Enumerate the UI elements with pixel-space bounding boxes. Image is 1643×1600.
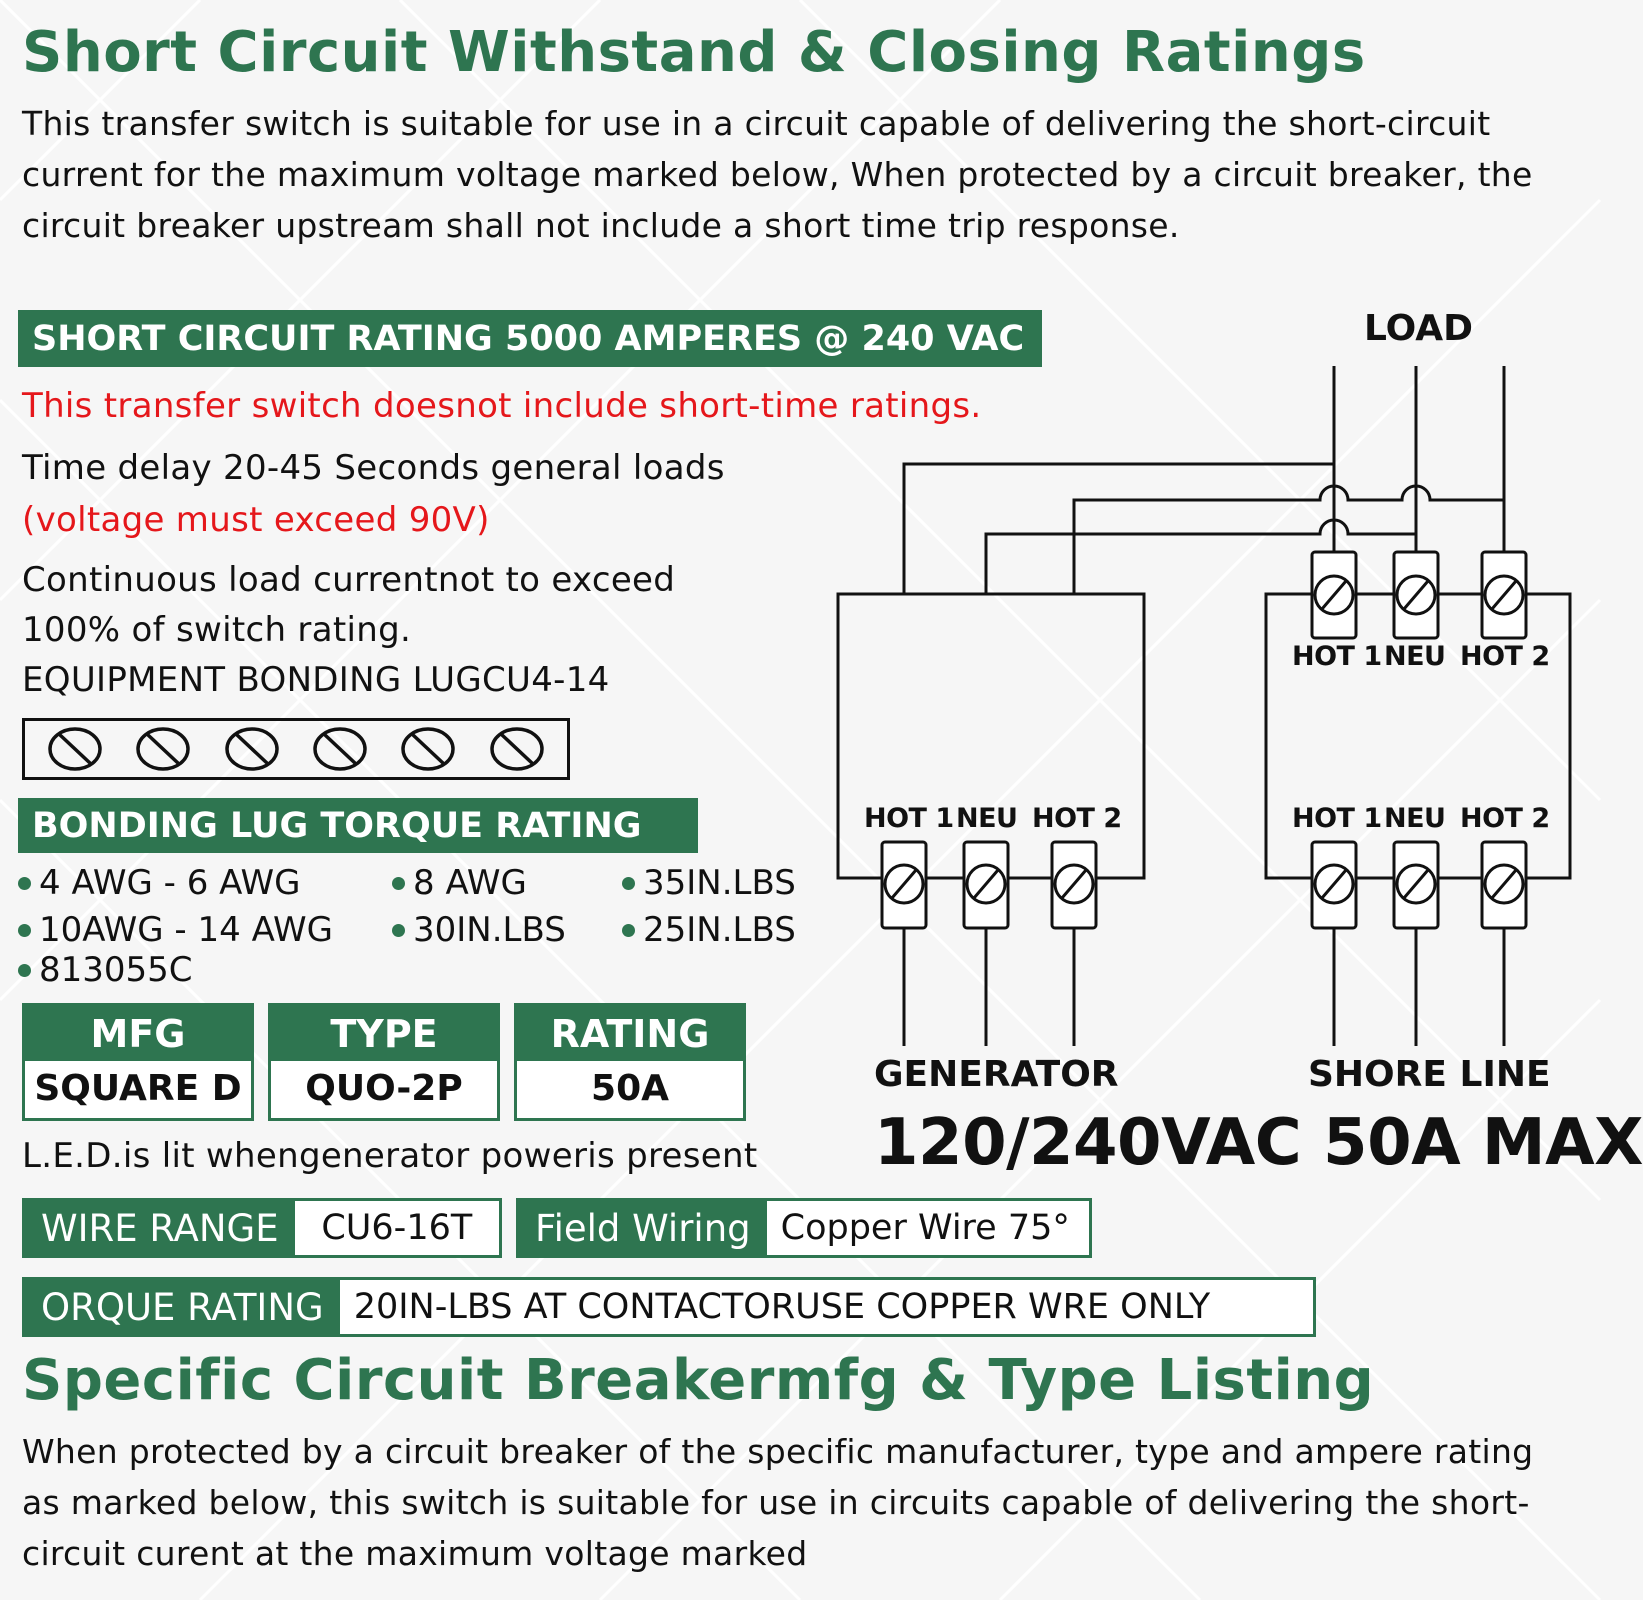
bonding-lug-bar [22, 718, 570, 780]
lug-screw-icon [490, 727, 544, 771]
terminal-label: HOT 1 [1292, 641, 1382, 672]
torque-list-item: 8 AWG [392, 863, 527, 903]
terminal-icon [1050, 840, 1098, 930]
terminal-icon [1480, 550, 1528, 640]
field-wiring-label: Field Wiring [519, 1201, 767, 1255]
type-header: TYPE [271, 1006, 497, 1061]
terminal-label: HOT 2 [1032, 803, 1122, 834]
terminal-icon [962, 840, 1010, 930]
section-title: Specific Circuit Breakermfg & Type Listi… [22, 1348, 1375, 1413]
lug-screw-icon [225, 727, 279, 771]
lug-screw-icon [313, 727, 367, 771]
torque-list-item: 35IN.LBS [622, 863, 796, 903]
terminal-label: HOT 1 [864, 803, 954, 834]
time-delay-text: Time delay 20-45 Seconds general loads [22, 448, 725, 488]
terminal-icon [1392, 550, 1440, 640]
type-column: TYPE QUO-2P [268, 1003, 500, 1121]
wire-range-label: WIRE RANGE [25, 1201, 295, 1255]
field-wiring-value: Copper Wire 75° [780, 1208, 1070, 1248]
shore-line-label: SHORE LINE [1308, 1054, 1551, 1095]
load-label: LOAD [1364, 308, 1474, 349]
lug-screw-icon [401, 727, 456, 771]
short-time-warning: This transfer switch doesnot include sho… [22, 386, 982, 426]
torque-list-item: 30IN.LBS [392, 910, 566, 950]
terminal-label: NEU [956, 803, 1018, 834]
voltage-note: (voltage must exceed 90V) [22, 500, 490, 540]
rating-value: 50A [591, 1067, 669, 1109]
torque-rating-label: ORQUE RATING [25, 1280, 340, 1334]
bonding-lug-text: EQUIPMENT BONDING LUGCU4-14 [22, 660, 610, 700]
terminal-label: HOT 1 [1292, 803, 1382, 834]
terminal-icon [1480, 840, 1528, 930]
wire-range-box: WIRE RANGE CU6-16T [22, 1198, 502, 1258]
field-wiring-box: Field Wiring Copper Wire 75° [516, 1198, 1092, 1258]
torque-list-item: 10AWG - 14 AWG [18, 910, 333, 950]
max-rating-label: 120/240VAC 50A MAX [874, 1106, 1643, 1180]
lug-screw-icon [48, 727, 102, 771]
generator-contactor-box [836, 592, 1146, 880]
page-title: Short Circuit Withstand & Closing Rating… [22, 20, 1366, 85]
rating-header: RATING [517, 1006, 743, 1061]
rating-column: RATING 50A [514, 1003, 746, 1121]
torque-list-item: 25IN.LBS [622, 910, 796, 950]
lug-screw-icon [136, 727, 191, 771]
terminal-label: HOT 2 [1460, 803, 1550, 834]
terminal-icon [1392, 840, 1440, 930]
terminal-label: NEU [1384, 803, 1446, 834]
mfg-column: MFG SQUARE D [22, 1003, 254, 1121]
mfg-value: SQUARE D [34, 1067, 242, 1109]
terminal-label: HOT 2 [1460, 641, 1550, 672]
torque-rating-banner: BONDING LUG TORQUE RATING [18, 798, 698, 853]
wiring-diagram [836, 366, 1572, 1046]
torque-rating-value: 20IN-LBS AT CONTACTORUSE COPPER WRE ONLY [353, 1287, 1211, 1327]
short-circuit-rating-banner: SHORT CIRCUIT RATING 5000 AMPERES @ 240 … [18, 310, 1042, 367]
terminal-icon [1310, 550, 1358, 640]
continuous-load-line1: Continuous load currentnot to exceed [22, 560, 676, 600]
type-value: QUO-2P [305, 1067, 463, 1109]
intro-paragraph: This transfer switch is suitable for use… [22, 104, 1533, 245]
torque-list-item: 813055C [18, 950, 193, 990]
torque-list-item: 4 AWG - 6 AWG [18, 863, 301, 903]
torque-rating-box: ORQUE RATING 20IN-LBS AT CONTACTORUSE CO… [22, 1277, 1316, 1337]
mfg-header: MFG [25, 1006, 251, 1061]
wire-range-value: CU6-16T [321, 1208, 473, 1248]
generator-label: GENERATOR [874, 1054, 1119, 1095]
terminal-icon [880, 840, 928, 930]
continuous-load-line2: 100% of switch rating. [22, 610, 412, 650]
terminal-icon [1310, 840, 1358, 930]
led-note: L.E.D.is lit whengenerator poweris prese… [22, 1136, 758, 1176]
terminal-label: NEU [1384, 641, 1446, 672]
section-paragraph: When protected by a circuit breaker of t… [22, 1432, 1534, 1573]
